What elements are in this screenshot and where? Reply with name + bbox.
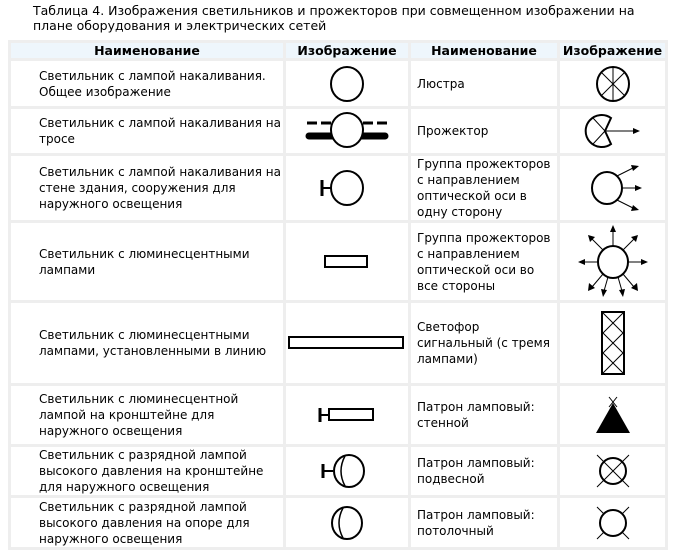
circle-wall-bracket-icon [283, 153, 411, 223]
name-cell: Светильник с разрядной лампой высокого д… [8, 495, 286, 550]
name-cell: Прожектор [408, 106, 560, 156]
name-cell: Светильник с лампой накаливания на стене… [8, 153, 286, 223]
table-row: Светильник с разрядной лампой высокого д… [8, 495, 668, 550]
header-image: Изображение [557, 40, 668, 61]
name-cell: Светильник с лампой накаливания. Общее и… [8, 58, 286, 109]
chandelier-icon [557, 58, 668, 109]
name-cell: Патрон ламповый: стенной [408, 383, 560, 447]
projector-icon [557, 106, 668, 156]
name-cell: Светильник с люминесцентными лампами, ус… [8, 300, 286, 386]
table-caption: Таблица 4. Изображения светильников и пр… [33, 3, 635, 33]
name-cell: Группа прожекторов с направлением оптиче… [408, 153, 560, 223]
name-cell: Светильник с лампой накаливания на тросе [8, 106, 286, 156]
header-name: Наименование [8, 40, 286, 61]
socket-ceiling-icon [557, 495, 668, 550]
header-name: Наименование [408, 40, 560, 61]
symbols-table: Наименование Изображение Наименование Из… [8, 40, 668, 550]
traffic-light-icon [557, 300, 668, 386]
name-cell: Группа прожекторов с направлением оптиче… [408, 220, 560, 303]
discharge-pole-icon [283, 495, 411, 550]
discharge-bracket-icon [283, 444, 411, 498]
name-cell: Светильник с люминесцентной лампой на кр… [8, 383, 286, 447]
table-row: Светильник с люминесцентными лампами, ус… [8, 300, 668, 386]
header-row: Наименование Изображение Наименование Из… [8, 40, 668, 61]
table-row: Светильник с разрядной лампой высокого д… [8, 444, 668, 498]
name-cell: Патрон ламповый: потолочный [408, 495, 560, 550]
name-cell: Светильник с разрядной лампой высокого д… [8, 444, 286, 498]
rectangle-bracket-icon [283, 383, 411, 447]
socket-pendant-icon [557, 444, 668, 498]
rectangle-icon [283, 220, 411, 303]
socket-wall-icon [557, 383, 668, 447]
header-image: Изображение [283, 40, 411, 61]
projector-group-one-direction-icon [557, 153, 668, 223]
table-row: Светильник с лампой накаливания на тросе… [8, 106, 668, 156]
table-row: Светильник с лампой накаливания. Общее и… [8, 58, 668, 109]
name-cell: Светильник с люминесцентными лампами [8, 220, 286, 303]
name-cell: Светофор сигнальный (с тремя лампами) [408, 300, 560, 386]
name-cell: Люстра [408, 58, 560, 109]
circle-on-cable-icon [283, 106, 411, 156]
projector-group-all-directions-icon [557, 220, 668, 303]
table-row: Светильник с люминесцентными лампами Гру… [8, 220, 668, 303]
table-row: Светильник с люминесцентной лампой на кр… [8, 383, 668, 447]
table-row: Светильник с лампой накаливания на стене… [8, 153, 668, 223]
circle-icon [283, 58, 411, 109]
long-rectangle-icon [283, 300, 411, 386]
name-cell: Патрон ламповый: подвесной [408, 444, 560, 498]
